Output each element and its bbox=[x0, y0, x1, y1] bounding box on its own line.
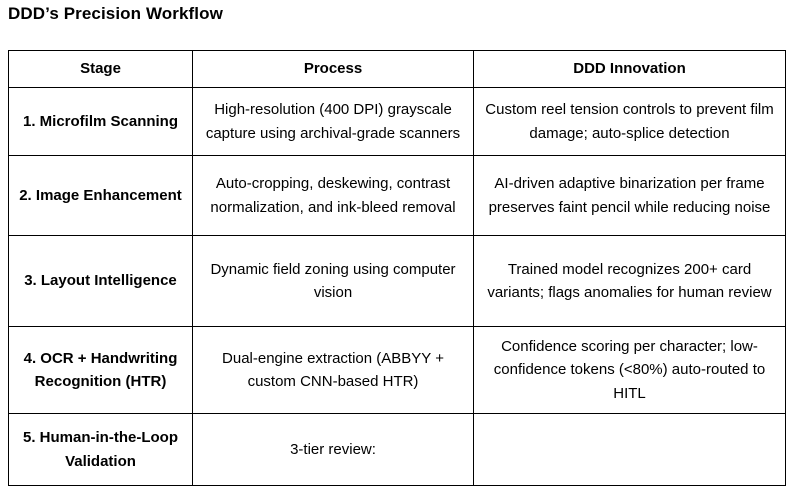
table-row: 4. OCR + Handwriting Recognition (HTR) D… bbox=[8, 326, 786, 414]
table-row: 5. Human-in-the-Loop Validation 3-tier r… bbox=[8, 413, 786, 486]
innovation-cell bbox=[473, 413, 786, 486]
process-cell: Dynamic field zoning using computer visi… bbox=[192, 235, 474, 327]
table-header-row: Stage Process DDD Innovation bbox=[8, 50, 786, 88]
table-row: 3. Layout Intelligence Dynamic field zon… bbox=[8, 235, 786, 327]
page-title: DDD’s Precision Workflow bbox=[8, 4, 223, 23]
process-cell: High-resolution (400 DPI) grayscale capt… bbox=[192, 87, 474, 156]
table-row: 2. Image Enhancement Auto-cropping, desk… bbox=[8, 155, 786, 236]
innovation-cell: Trained model recognizes 200+ card varia… bbox=[473, 235, 786, 327]
column-header-innovation: DDD Innovation bbox=[473, 50, 786, 88]
stage-cell: 1. Microfilm Scanning bbox=[8, 87, 193, 156]
stage-cell: 3. Layout Intelligence bbox=[8, 235, 193, 327]
innovation-cell: Confidence scoring per character; low-co… bbox=[473, 326, 786, 414]
stage-cell: 2. Image Enhancement bbox=[8, 155, 193, 236]
process-cell: Dual-engine extraction (ABBYY + custom C… bbox=[192, 326, 474, 414]
process-cell: 3-tier review: bbox=[192, 413, 474, 486]
innovation-cell: AI-driven adaptive binarization per fram… bbox=[473, 155, 786, 236]
stage-cell: 4. OCR + Handwriting Recognition (HTR) bbox=[8, 326, 193, 414]
innovation-cell: Custom reel tension controls to prevent … bbox=[473, 87, 786, 156]
table-row: 1. Microfilm Scanning High-resolution (4… bbox=[8, 87, 786, 156]
column-header-process: Process bbox=[192, 50, 474, 88]
column-header-stage: Stage bbox=[8, 50, 193, 88]
workflow-table: Stage Process DDD Innovation 1. Microfil… bbox=[8, 50, 786, 486]
process-cell: Auto-cropping, deskewing, contrast norma… bbox=[192, 155, 474, 236]
stage-cell: 5. Human-in-the-Loop Validation bbox=[8, 413, 193, 486]
